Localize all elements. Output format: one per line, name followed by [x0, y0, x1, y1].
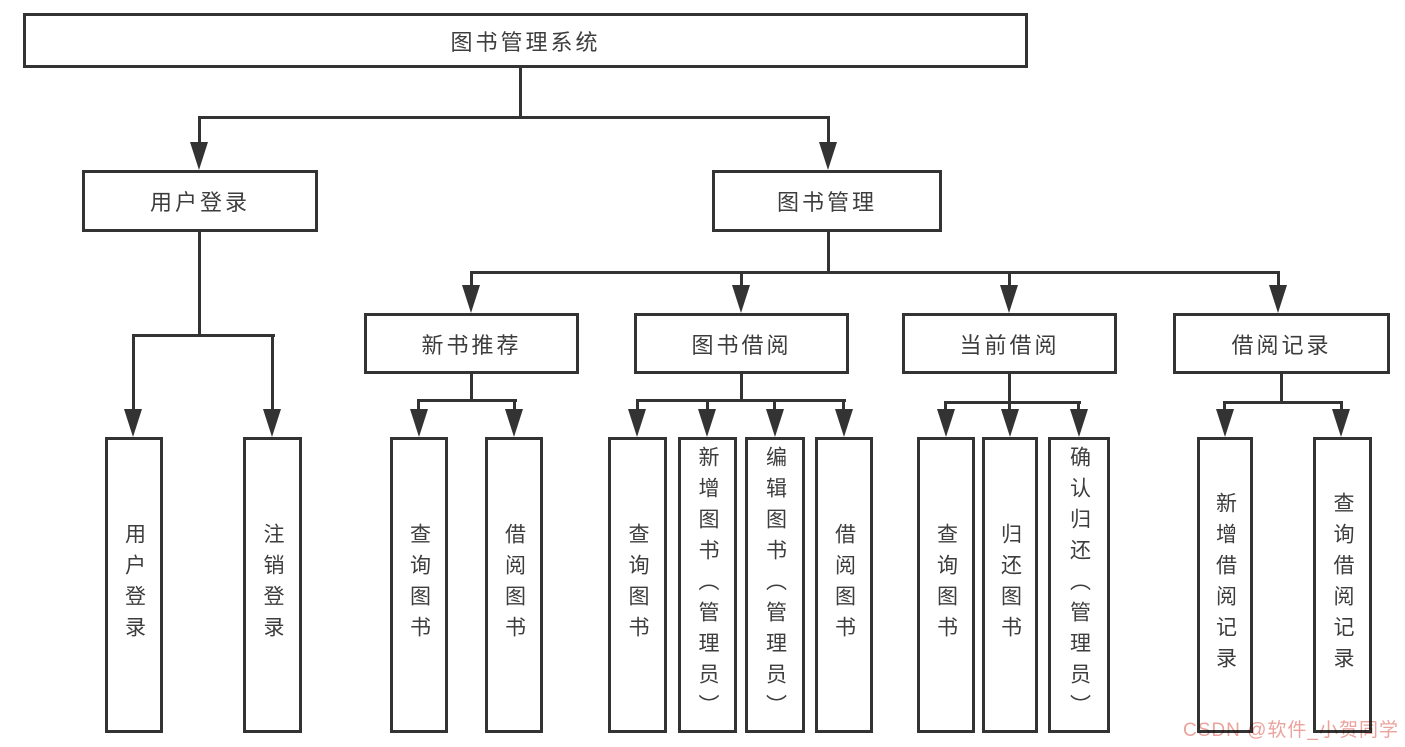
connector-level3-stem — [470, 271, 473, 288]
csdn-watermark: CSDN @软件_小贺同学 — [1183, 720, 1399, 741]
arrow-down-icon — [1070, 409, 1088, 437]
leaf-query-borrow-record-label: 查询借阅记录 — [1331, 492, 1354, 678]
connector-bar — [1224, 401, 1343, 404]
connector-leaf-stem — [417, 399, 420, 411]
connector-stem — [1280, 372, 1283, 404]
leaf-query-books-borrowing: 查询图书 — [608, 437, 667, 733]
leaf-query-books-borrowing-label: 查询图书 — [626, 523, 649, 647]
leaf-user-login-label: 用户登录 — [122, 523, 146, 647]
connector-leaf-stem — [1340, 401, 1343, 411]
leaf-borrow-books-borrowing: 借阅图书 — [815, 437, 873, 733]
connector-user-login-bar — [132, 334, 275, 337]
leaf-logout: 注销登录 — [243, 437, 302, 733]
connector-leaf-stem — [271, 334, 274, 412]
connector-book-management-stem — [827, 230, 830, 274]
arrow-down-icon — [1216, 409, 1234, 437]
node-current-borrowing-label: 当前借阅 — [959, 332, 1060, 358]
arrow-down-icon — [1001, 409, 1019, 437]
connector-book-management-bar — [470, 271, 1280, 274]
leaf-query-borrow-record: 查询借阅记录 — [1313, 437, 1372, 733]
connector-to-user-login-stem — [198, 116, 201, 146]
connector-root-stem — [519, 66, 522, 118]
connector-bar — [636, 399, 846, 402]
arrow-down-icon — [124, 409, 142, 437]
leaf-edit-book-admin: 编辑图书（管理员） — [745, 437, 805, 733]
leaf-query-books-recommend: 查询图书 — [390, 437, 448, 733]
leaf-query-books-recommend-label: 查询图书 — [407, 523, 431, 647]
arrow-down-icon — [505, 409, 523, 437]
leaf-confirm-return-admin: 确认归还（管理员） — [1048, 437, 1110, 733]
connector-leaf-stem — [842, 399, 845, 411]
node-library-management-system: 图书管理系统 — [23, 13, 1028, 68]
node-new-book-recommendation: 新书推荐 — [364, 313, 579, 374]
connector-leaf-stem — [1008, 401, 1011, 411]
connector-leaf-stem — [1223, 401, 1226, 411]
leaf-query-books-current-label: 查询图书 — [934, 523, 958, 647]
connector-level3-stem — [1277, 271, 1280, 288]
arrow-down-icon — [835, 409, 853, 437]
leaf-query-books-current: 查询图书 — [917, 437, 975, 733]
connector-bar — [418, 399, 517, 402]
node-user-login-label: 用户登录 — [149, 190, 250, 215]
arrow-down-icon — [698, 409, 716, 437]
leaf-logout-label: 注销登录 — [261, 523, 284, 647]
node-book-borrowing: 图书借阅 — [634, 313, 849, 374]
connector-stem — [470, 372, 473, 402]
connector-leaf-stem — [513, 399, 516, 411]
arrow-down-icon — [937, 409, 955, 437]
leaf-add-borrow-record-label: 新增借阅记录 — [1213, 492, 1237, 678]
node-new-book-recommendation-label: 新书推荐 — [421, 332, 522, 358]
node-book-borrowing-label: 图书借阅 — [691, 332, 792, 358]
leaf-borrow-books-recommend-label: 借阅图书 — [502, 523, 526, 647]
connector-root-bar — [199, 116, 830, 119]
leaf-edit-book-admin-label: 编辑图书（管理员） — [763, 445, 787, 725]
connector-leaf-stem — [132, 334, 135, 412]
connector-leaf-stem — [1077, 401, 1080, 411]
arrow-down-icon — [819, 142, 837, 170]
connector-leaf-stem — [706, 399, 709, 411]
connector-stem — [740, 372, 743, 402]
node-root-label: 图书管理系统 — [450, 29, 601, 55]
connector-level3-stem — [740, 271, 743, 288]
node-borrowing-records-label: 借阅记录 — [1231, 332, 1332, 358]
arrow-down-icon — [628, 409, 646, 437]
arrow-down-icon — [263, 409, 281, 437]
connector-leaf-stem — [944, 401, 947, 411]
leaf-add-borrow-record: 新增借阅记录 — [1197, 437, 1253, 733]
arrow-down-icon — [766, 409, 784, 437]
leaf-user-login: 用户登录 — [105, 437, 163, 733]
connector-stem — [1008, 372, 1011, 404]
arrow-down-icon — [1000, 285, 1018, 313]
connector-leaf-stem — [636, 399, 639, 411]
arrow-down-icon — [462, 285, 480, 313]
node-borrowing-records: 借阅记录 — [1173, 313, 1390, 374]
node-book-management-label: 图书管理 — [776, 190, 877, 215]
leaf-add-book-admin: 新增图书（管理员） — [678, 437, 737, 733]
leaf-borrow-books-recommend: 借阅图书 — [485, 437, 543, 733]
connector-level3-stem — [1008, 271, 1011, 288]
node-book-management: 图书管理 — [712, 170, 942, 232]
connector-leaf-stem — [773, 399, 776, 411]
arrow-down-icon — [1332, 409, 1350, 437]
leaf-confirm-return-admin-label: 确认归还（管理员） — [1067, 445, 1091, 725]
leaf-add-book-admin-label: 新增图书（管理员） — [696, 445, 719, 725]
arrow-down-icon — [190, 142, 208, 170]
connector-bar — [945, 401, 1081, 404]
arrow-down-icon — [410, 409, 428, 437]
arrow-down-icon — [1269, 285, 1287, 313]
connector-user-login-stem — [198, 230, 201, 337]
leaf-borrow-books-borrowing-label: 借阅图书 — [832, 523, 856, 647]
connector-to-book-management-stem — [827, 116, 830, 146]
leaf-return-book-label: 归还图书 — [998, 523, 1022, 647]
node-user-login: 用户登录 — [82, 170, 318, 232]
arrow-down-icon — [732, 285, 750, 313]
node-current-borrowing: 当前借阅 — [902, 313, 1117, 374]
leaf-return-book: 归还图书 — [982, 437, 1038, 733]
